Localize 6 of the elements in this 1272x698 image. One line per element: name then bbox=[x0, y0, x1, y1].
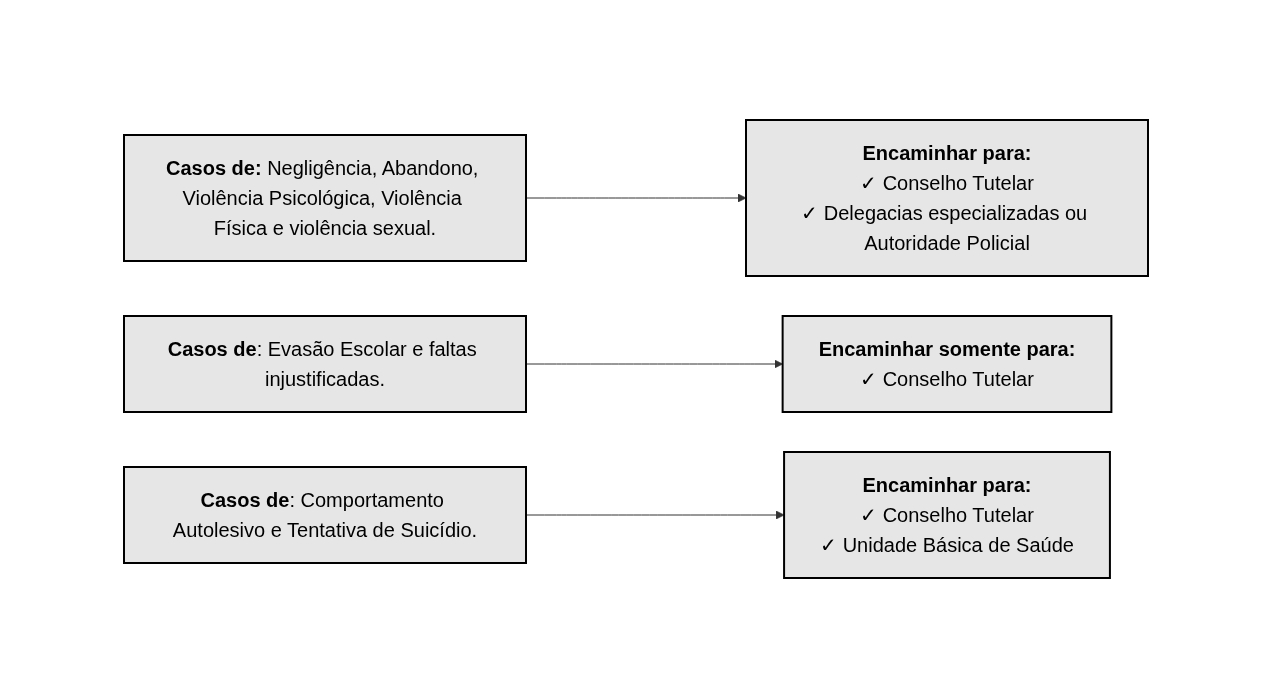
node-box: Encaminhar para: ✓ Conselho Tutelar ✓ Delegacias especializadas ou Autoridade Policial bbox=[745, 119, 1149, 277]
node-box: Encaminhar para: ✓ Conselho Tutelar ✓ Unidade Básica de Saúde bbox=[783, 451, 1111, 579]
node-box: Casos de: Negligência, Abandono, Violência Psicológica, Violência Física e violência sexual. bbox=[123, 134, 527, 262]
node-box: Casos de: Comportamento Autolesivo e Tentativa de Suicídio. bbox=[123, 466, 527, 564]
node-box: Encaminhar somente para: ✓ Conselho Tutelar bbox=[781, 315, 1113, 413]
node-box: Casos de: Evasão Escolar e faltas injustificadas. bbox=[123, 315, 527, 413]
